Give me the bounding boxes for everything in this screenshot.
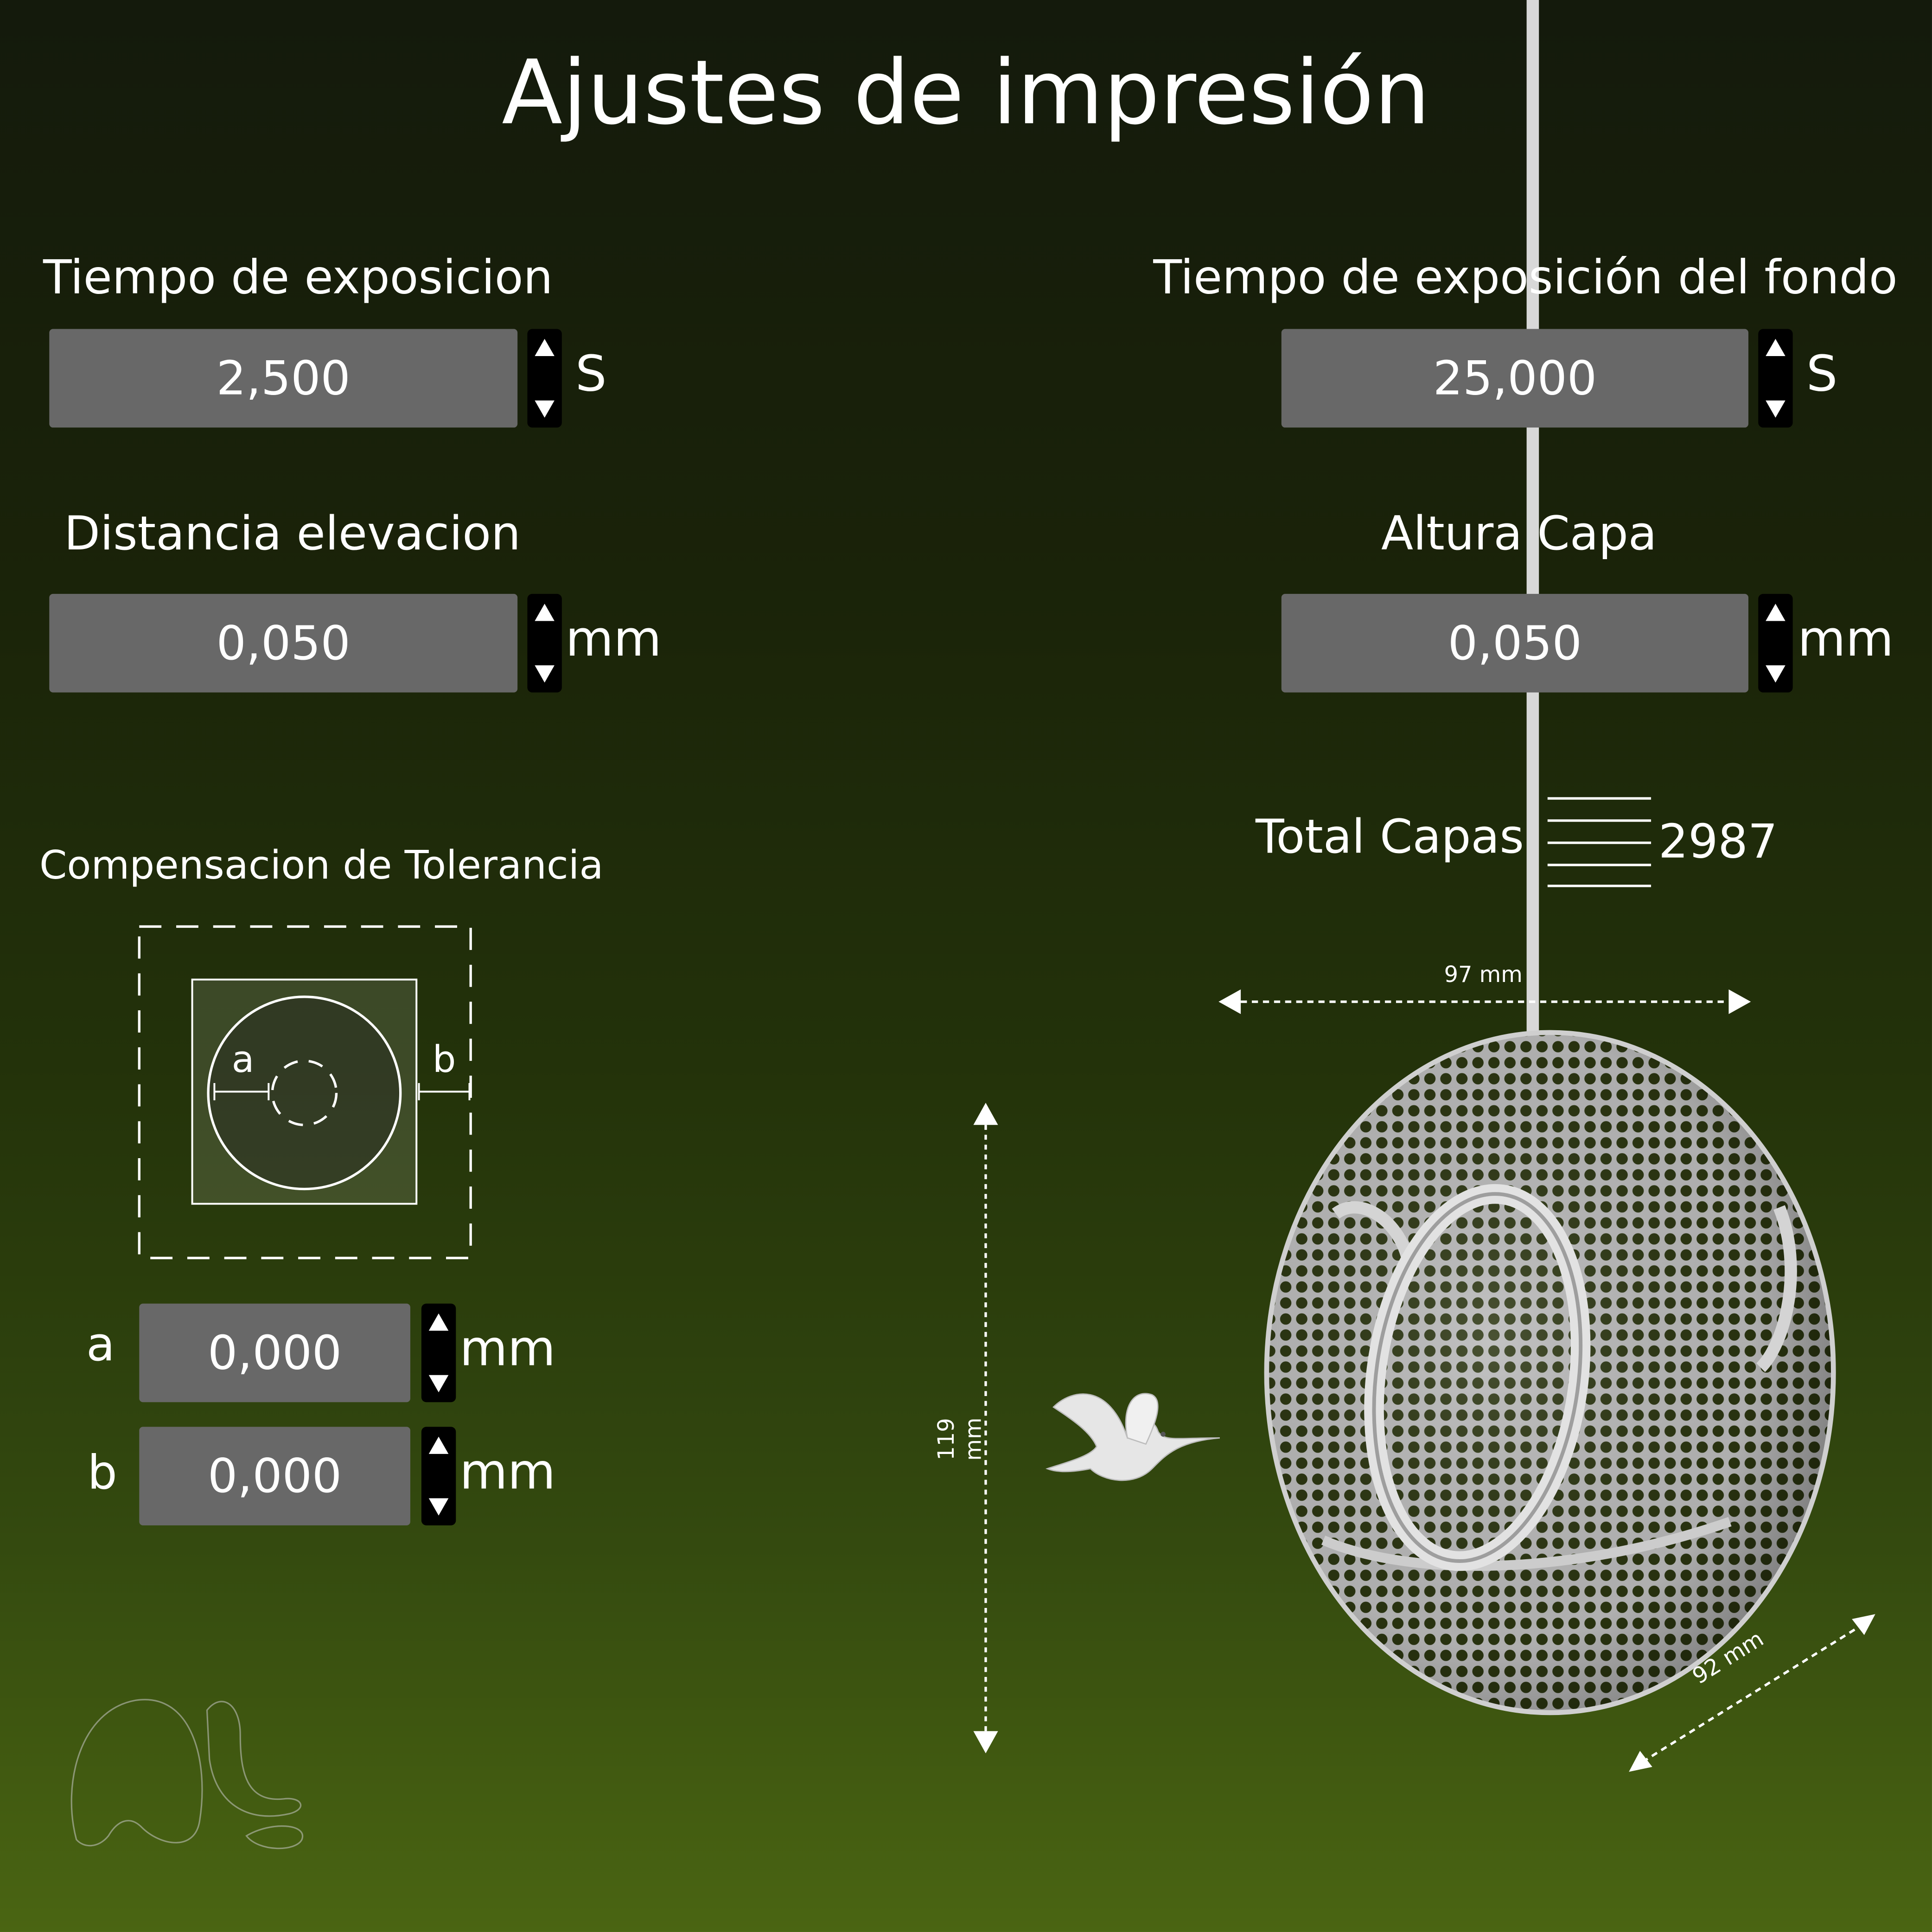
tolerance-a-unit: mm — [459, 1320, 556, 1378]
logo-icon — [70, 1699, 304, 1849]
spin-down-icon[interactable] — [428, 1498, 449, 1516]
width-label: 97 mm — [1444, 962, 1523, 988]
layer-height-input[interactable]: 0,050 — [1281, 593, 1748, 693]
width-dimension — [1218, 989, 1751, 1014]
spin-up-icon[interactable] — [1766, 338, 1785, 357]
layer-height-unit: mm — [1798, 611, 1894, 668]
lift-distance-label: Distancia elevacion — [64, 506, 521, 561]
lift-distance-input[interactable]: 0,050 — [49, 593, 518, 693]
diagram-label-a: a — [231, 1039, 255, 1082]
tolerance-diagram — [138, 925, 472, 1259]
spin-up-icon[interactable] — [535, 604, 555, 621]
tolerance-a-spinner[interactable] — [421, 1303, 456, 1403]
lift-distance-spinner[interactable] — [527, 593, 562, 693]
spin-down-icon[interactable] — [535, 400, 555, 418]
hanging-rod — [1526, 0, 1539, 1038]
spin-down-icon[interactable] — [1766, 400, 1785, 418]
height-dimension — [973, 1103, 998, 1753]
bottom-exposure-spinner[interactable] — [1758, 329, 1793, 428]
page-title: Ajustes de impresión — [502, 40, 1430, 144]
total-layers-value: 2987 — [1658, 814, 1778, 869]
bottom-exposure-input[interactable]: 25,000 — [1281, 329, 1748, 428]
bottom-exposure-label: Tiempo de exposición del fondo — [1153, 250, 1898, 305]
layers-icon — [1547, 797, 1651, 887]
exposure-unit: S — [575, 346, 607, 403]
layer-height-spinner[interactable] — [1758, 593, 1793, 693]
model-preview — [1264, 1030, 1836, 1715]
spin-up-icon[interactable] — [1766, 604, 1785, 621]
height-label: 119 mm — [934, 1417, 987, 1461]
lift-distance-unit: mm — [565, 611, 662, 668]
diagram-label-b: b — [432, 1039, 456, 1082]
exposure-label: Tiempo de exposicion — [43, 250, 553, 305]
bottom-exposure-unit: S — [1806, 346, 1838, 403]
tolerance-a-label: a — [86, 1317, 115, 1371]
tolerance-b-label: b — [87, 1445, 117, 1500]
tolerance-b-spinner[interactable] — [421, 1427, 456, 1525]
total-layers-label: Total Capas — [1255, 809, 1524, 864]
spin-up-icon[interactable] — [428, 1313, 449, 1331]
spin-up-icon[interactable] — [535, 338, 555, 357]
exposure-input[interactable]: 2,500 — [49, 329, 518, 428]
spin-down-icon[interactable] — [428, 1375, 449, 1392]
tolerance-b-unit: mm — [459, 1444, 556, 1501]
depth-dimension — [1629, 1614, 1875, 1772]
spin-down-icon[interactable] — [1766, 665, 1785, 683]
hummingbird-icon — [1046, 1393, 1220, 1481]
spin-down-icon[interactable] — [535, 665, 555, 683]
layer-height-label: Altura Capa — [1381, 506, 1657, 561]
tolerance-label: Compensacion de Tolerancia — [39, 842, 604, 889]
tolerance-b-input[interactable]: 0,000 — [139, 1427, 410, 1525]
exposure-spinner[interactable] — [527, 329, 562, 428]
spin-up-icon[interactable] — [428, 1436, 449, 1454]
tolerance-a-input[interactable]: 0,000 — [139, 1303, 410, 1403]
